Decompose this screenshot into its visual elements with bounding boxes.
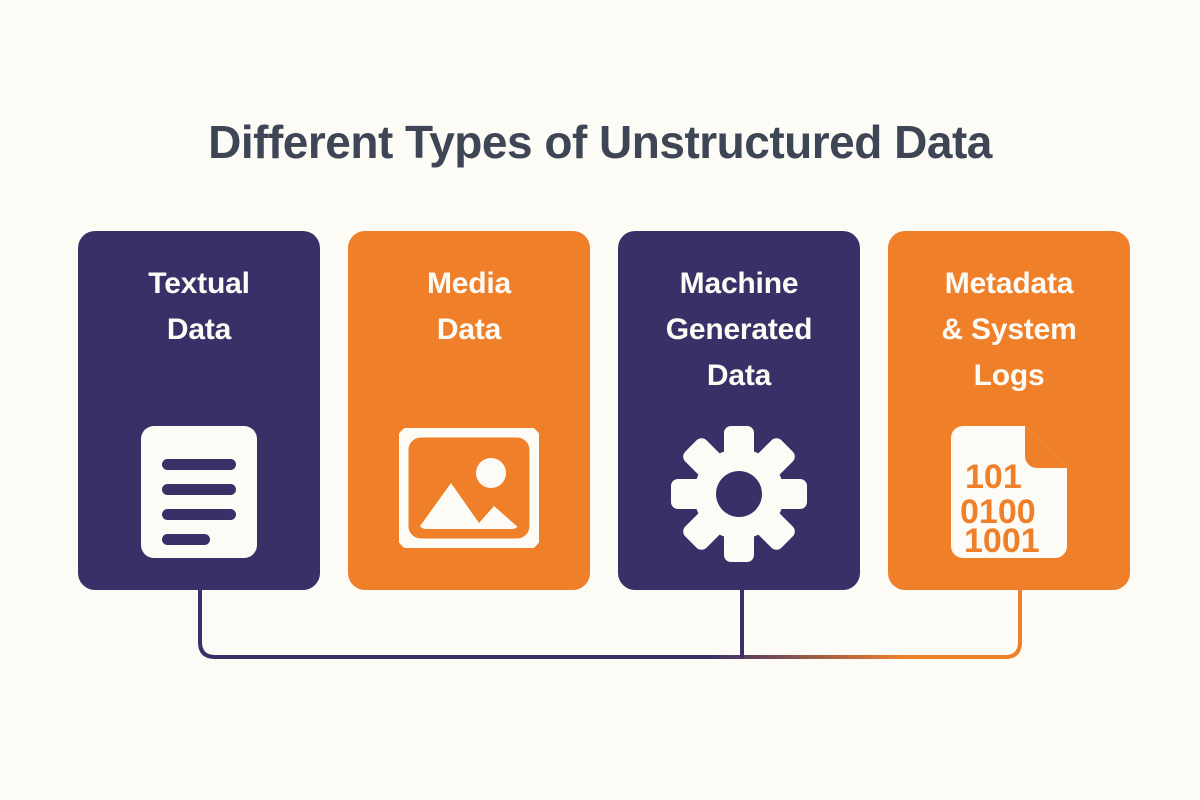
card-label-textual-data: Textual Data [78, 261, 320, 353]
card-label-line: & System [941, 313, 1077, 346]
image-photo-icon [399, 428, 539, 548]
card-label-line: Data [706, 359, 772, 392]
card-label-line: Logs [973, 359, 1045, 392]
card-label-metadata-system-logs: Metadata & System Logs [888, 261, 1130, 399]
card-label-line: Machine [679, 267, 799, 300]
connector-rail [198, 586, 1022, 659]
binary-line-1: 101 [965, 458, 1022, 496]
card-media-data[interactable]: Media Data [348, 231, 590, 590]
card-textual-data[interactable]: Textual Data [78, 231, 320, 590]
card-label-line: Metadata [944, 267, 1074, 300]
document-lines-icon [141, 426, 257, 558]
card-label-line: Generated [665, 313, 813, 346]
card-label-line: Textual [148, 267, 250, 300]
binary-line-2: 0100 [960, 493, 1036, 531]
card-label-media-data: Media Data [348, 261, 590, 353]
card-label-line: Media [426, 267, 512, 300]
card-machine-generated-data[interactable]: Machine Generated Data [618, 231, 860, 590]
binary-line-3: 1001 [964, 522, 1040, 558]
page-title: Different Types of Unstructured Data [208, 116, 992, 168]
card-row: Textual Data Media Data [78, 231, 1140, 590]
card-label-line: Data [436, 313, 502, 346]
gear-cog-icon [669, 424, 809, 564]
card-label-line: Data [166, 313, 232, 346]
card-metadata-system-logs[interactable]: Metadata & System Logs 101 0100 1001 [888, 231, 1130, 590]
connector-bracket [0, 586, 1200, 676]
card-label-machine-generated-data: Machine Generated Data [618, 261, 860, 399]
binary-file-icon: 101 0100 1001 [951, 426, 1067, 558]
